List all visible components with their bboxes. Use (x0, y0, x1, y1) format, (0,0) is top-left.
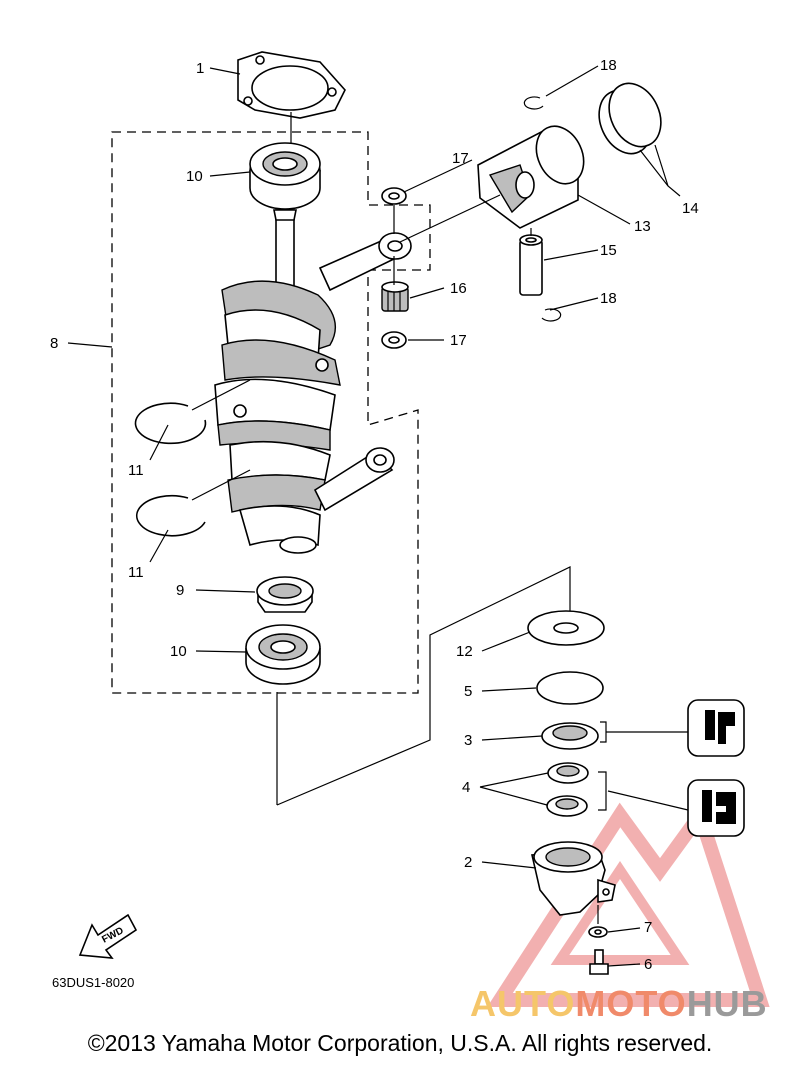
washer-7 (588, 926, 608, 938)
callout-10-upper: 10 (186, 168, 203, 185)
callout-18-upper: 18 (600, 57, 617, 74)
watermark-text: AUTOMOTOHUB (470, 983, 768, 1024)
oil-seal-4-upper (547, 762, 589, 784)
seal-4-detail-inset (687, 779, 745, 837)
circlip-11-upper (134, 402, 207, 445)
circlip-11-lower (135, 494, 206, 537)
callout-11-lower: 11 (128, 564, 144, 581)
seal-3-detail-inset (687, 699, 745, 757)
watermark-text-hub: HUB (687, 983, 768, 1024)
callout-11-upper: 11 (128, 462, 144, 479)
washer-17-lower-hole (388, 336, 400, 344)
callout-1: 1 (196, 60, 204, 77)
needle-bearing-16 (381, 281, 409, 312)
oil-seal-9 (256, 576, 314, 613)
diagram-code: 63DUS1-8020 (52, 975, 134, 990)
callout-12: 12 (456, 643, 473, 660)
callout-17-upper: 17 (452, 150, 469, 167)
washer-17-upper-hole (388, 192, 400, 200)
bearing-10-lower (245, 624, 321, 685)
clip-18-lower (541, 308, 562, 322)
callout-9: 9 (176, 582, 184, 599)
callout-7: 7 (644, 919, 652, 936)
o-ring-5 (536, 671, 604, 705)
clip-18-upper (523, 96, 544, 110)
callout-10-lower: 10 (170, 643, 187, 660)
watermark-text-moto: MOTO (575, 983, 686, 1024)
fwd-arrow-icon: FWD (78, 913, 138, 959)
oil-seal-3 (541, 722, 599, 750)
bearing-10-upper (249, 142, 321, 210)
callout-5: 5 (464, 683, 472, 700)
oil-seal-4-lower (546, 795, 588, 817)
shim-12 (527, 610, 605, 646)
callout-13: 13 (634, 218, 651, 235)
callout-14: 14 (682, 200, 699, 217)
connecting-rod-upper (318, 232, 412, 292)
connecting-rod-lower (313, 447, 395, 512)
callout-2: 2 (464, 854, 472, 871)
callout-3: 3 (464, 732, 472, 749)
copyright-notice: ©2013 Yamaha Motor Corporation, U.S.A. A… (87, 1030, 713, 1056)
callout-6: 6 (644, 956, 652, 973)
callout-4: 4 (462, 779, 470, 796)
bolt-6 (589, 949, 609, 975)
gasket-1 (237, 51, 346, 119)
piston-rings-14 (598, 82, 662, 155)
housing-2 (531, 841, 616, 916)
callout-15: 15 (600, 242, 617, 259)
piston-13 (477, 125, 585, 229)
callout-18-lower: 18 (600, 290, 617, 307)
crankshaft (214, 209, 341, 554)
watermark-logo (487, 799, 770, 1007)
callout-17-lower: 17 (450, 332, 467, 349)
watermark-text-auto: AUTO (470, 983, 575, 1024)
callout-8: 8 (50, 335, 58, 352)
piston-pin-15 (519, 234, 543, 296)
callout-16: 16 (450, 280, 467, 297)
